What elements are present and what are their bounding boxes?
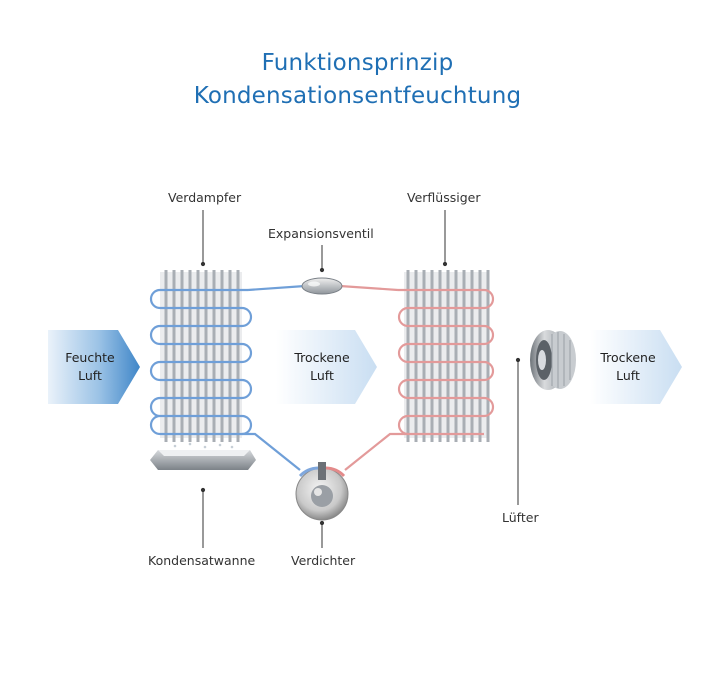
label-verdampfer: Verdampfer — [168, 190, 242, 205]
label-expansionsventil: Expansionsventil — [268, 226, 374, 241]
page-title-line-2: Kondensationsentfeuchtung — [193, 83, 522, 109]
inlet-air-label: Feuchte Luft — [52, 349, 128, 385]
condenser-icon — [397, 270, 495, 442]
outlet-air-label: Trockene Luft — [598, 349, 658, 385]
label-verfluessiger: Verflüssiger — [407, 190, 481, 205]
evaporator-icon — [149, 270, 253, 442]
outlet-air-label-line-2: Luft — [616, 368, 640, 383]
label-verdichter: Verdichter — [291, 553, 356, 568]
outlet-air-label-line-1: Trockene — [600, 350, 656, 365]
page-title-line-1: Funktionsprinzip — [261, 50, 454, 76]
label-kondensatwanne: Kondensatwanne — [148, 553, 256, 568]
inlet-air-label-line-2: Luft — [78, 368, 102, 383]
inlet-air-label-line-1: Feuchte — [65, 350, 115, 365]
outlet-air-arrow — [590, 330, 682, 404]
compressor-icon — [295, 462, 349, 521]
middle-air-arrow — [276, 330, 377, 404]
middle-air-label: Trockene Luft — [284, 349, 360, 385]
inlet-air-arrow — [48, 330, 140, 404]
expansion-valve-icon — [301, 277, 343, 295]
label-luefter: Lüfter — [502, 510, 539, 525]
fan-icon — [530, 330, 576, 390]
condensate-pan-icon — [150, 442, 256, 470]
middle-air-label-line-2: Luft — [310, 368, 334, 383]
middle-air-label-line-1: Trockene — [294, 350, 350, 365]
